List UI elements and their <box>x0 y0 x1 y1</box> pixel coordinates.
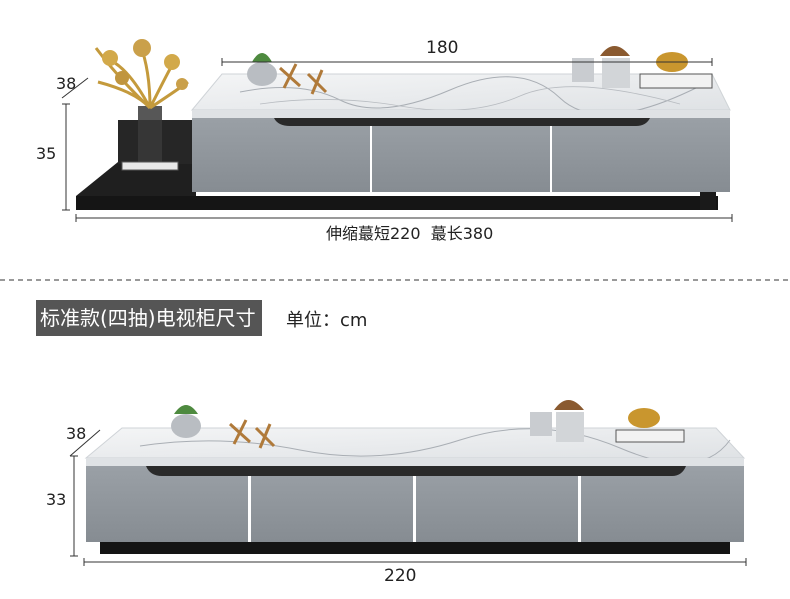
pig-ornament-decor <box>639 52 713 89</box>
books-decor <box>121 161 179 171</box>
width-dimension-line <box>83 558 747 566</box>
cabinet-foot <box>700 192 716 210</box>
top-cabinet <box>61 39 733 222</box>
drawer <box>372 118 550 192</box>
marble-edge <box>192 110 730 118</box>
jacks-ornament-decor <box>278 63 328 95</box>
top-height-label: 35 <box>36 144 57 163</box>
bottom-cabinet <box>69 400 747 566</box>
vase-plant-decor <box>94 39 189 162</box>
drawer <box>581 466 744 542</box>
pots-decor <box>530 400 584 442</box>
height-dimension-line <box>62 103 70 211</box>
cabinet-plinth <box>100 542 730 554</box>
unit-label: 单位：cm <box>286 310 368 331</box>
bottom-width-label: 220 <box>384 566 417 586</box>
depth-dimension-line <box>69 429 101 457</box>
section-title: 标准款(四抽)电视柜尺寸 <box>36 300 262 336</box>
marble-vein <box>259 86 681 111</box>
top-depth-label: 38 <box>56 74 77 93</box>
width-dimension-line <box>221 58 713 66</box>
drawer <box>86 466 248 542</box>
handle-groove <box>274 118 650 126</box>
drawer <box>192 118 370 192</box>
drawer <box>416 466 578 542</box>
drawer <box>552 118 730 192</box>
top-width-label: 180 <box>426 38 459 58</box>
pig-ornament-decor <box>615 408 685 443</box>
height-dimension-line <box>70 455 78 557</box>
bottom-height-label: 33 <box>46 490 67 509</box>
marble-edge <box>86 458 744 466</box>
span-dimension-line <box>75 214 733 222</box>
bottom-depth-label: 38 <box>66 424 87 443</box>
cabinet-plinth <box>76 196 718 210</box>
succulent-pot-decor <box>247 53 277 86</box>
depth-dimension-line <box>61 77 89 99</box>
jacks-ornament-decor <box>228 419 276 449</box>
top-span-label: 伸缩蕞短220 蕞长380 <box>326 224 494 243</box>
pots-decor <box>572 46 630 88</box>
drawer <box>251 466 413 542</box>
handle-groove <box>146 466 686 476</box>
extension-base <box>76 162 196 206</box>
succulent-pot-decor <box>171 405 201 438</box>
